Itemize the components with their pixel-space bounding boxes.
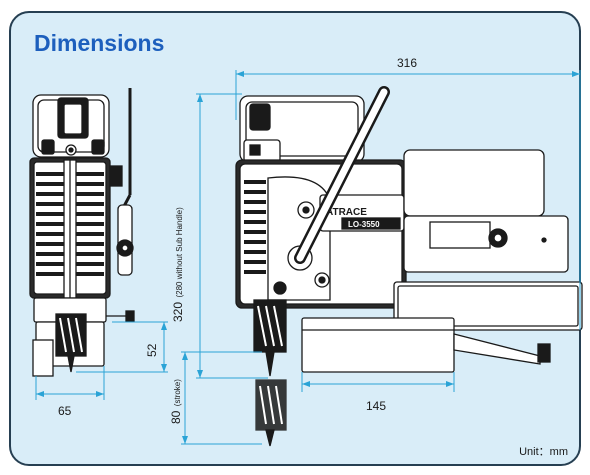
- dimension-stroke-value: 80: [169, 410, 183, 424]
- dimension-52-label: 52: [145, 344, 159, 357]
- dimension-stroke-note: (stroke): [173, 379, 182, 407]
- product-model-text: LO-3550: [348, 220, 380, 229]
- dimension-stroke-label: 80 (stroke): [167, 379, 185, 424]
- dimension-320-note: (280 without Sub Handle): [175, 207, 184, 298]
- dimension-arrows: [36, 71, 580, 444]
- unit-label: Unit：mm: [519, 446, 568, 458]
- side-view-drawing: [29, 88, 135, 377]
- dimension-52-value: 52: [145, 343, 159, 357]
- product-brand-text: ATRACE: [326, 207, 367, 218]
- dimension-lines: [35, 70, 581, 445]
- dimension-320-value: 320: [171, 301, 185, 322]
- dimension-145-label: 145: [366, 399, 387, 413]
- dimension-320-label: 320 (280 without Sub Handle): [169, 207, 187, 322]
- diagram-title: Dimensions: [34, 30, 165, 56]
- dimension-65-label: 65: [58, 404, 72, 418]
- front-view-drawing: ATRACE LO-3550: [235, 86, 583, 447]
- dimension-316-label: 316: [397, 56, 418, 70]
